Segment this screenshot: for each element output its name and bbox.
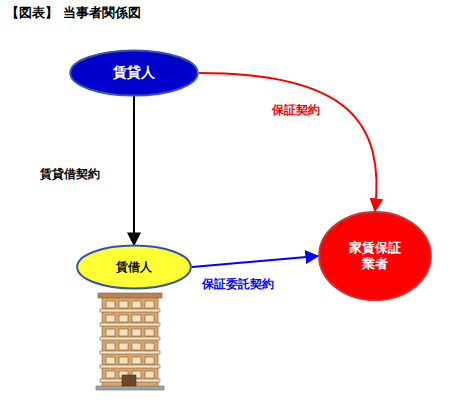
contract-arrow (133, 96, 135, 245)
party-name: 賃貸人 (113, 64, 155, 82)
building-part (132, 343, 141, 350)
contract-label: 保証契約 (270, 102, 322, 119)
building-part (119, 357, 128, 364)
contract-label: 保証委託契約 (200, 276, 276, 293)
building-part (119, 315, 128, 322)
building-part (106, 315, 115, 322)
text-holder: 賃借人 (116, 260, 152, 275)
building-part (106, 357, 115, 364)
building-part (106, 343, 115, 350)
building-part (119, 301, 128, 308)
building-part (145, 329, 154, 336)
building-part (132, 357, 141, 364)
building-part (100, 323, 160, 326)
building-part (100, 351, 160, 354)
building-part (100, 309, 160, 312)
party-name: 家賃保証 業者 (342, 240, 408, 273)
contract-label: 賃貸借契約 (38, 166, 102, 183)
building-part (98, 293, 162, 298)
building-part (132, 329, 141, 336)
figure-title: 【図表】 当事者関係図 (6, 4, 141, 22)
building-part (145, 315, 154, 322)
building-part (132, 301, 141, 308)
building-part (145, 371, 154, 378)
party-name: 賃借人 (116, 260, 152, 275)
building-part (145, 301, 154, 308)
building-part (100, 365, 160, 368)
building-part (122, 375, 136, 386)
building-part (96, 386, 164, 390)
building-part (100, 337, 160, 340)
party-ellipse: 賃貸人 (69, 50, 199, 96)
building-part (145, 343, 154, 350)
building-part (119, 329, 128, 336)
text-holder: 家賃保証 業者 (342, 240, 408, 273)
contract-arrow (192, 256, 318, 267)
building-part (106, 301, 115, 308)
building-part (119, 343, 128, 350)
building-part (106, 371, 115, 378)
building-part (145, 357, 154, 364)
contract-arrow (199, 73, 377, 211)
party-ellipse: 賃借人 (76, 245, 192, 289)
party-ellipse: 家賃保証 業者 (318, 211, 432, 301)
building-part (132, 315, 141, 322)
building-part (106, 329, 115, 336)
text-holder: 賃貸人 (113, 64, 155, 82)
